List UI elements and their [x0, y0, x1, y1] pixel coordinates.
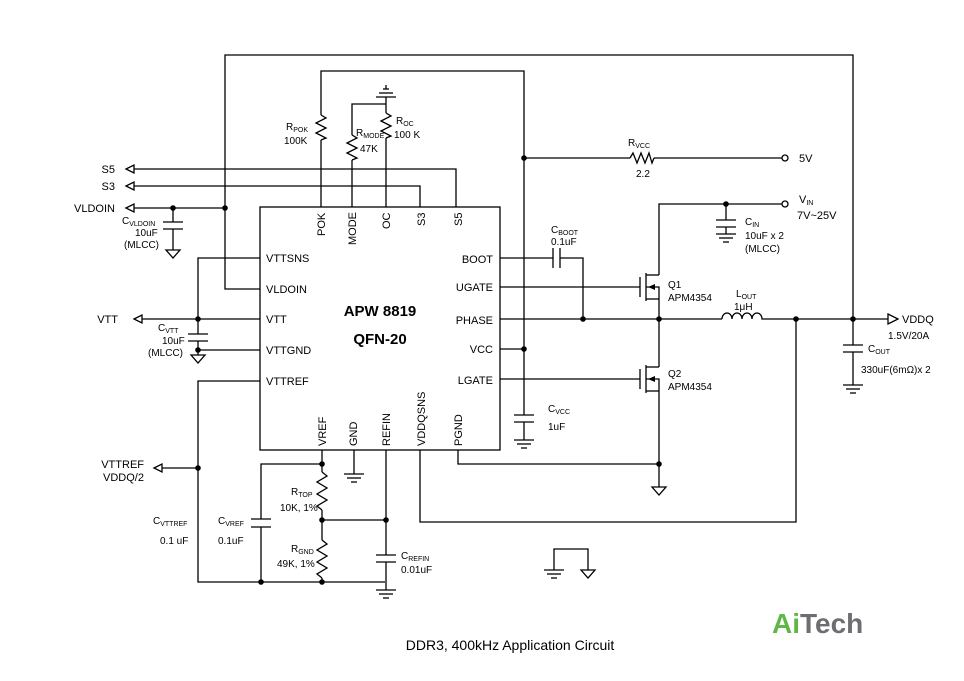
ground-symbols: [164, 85, 863, 599]
cboot-value: 0.1uF: [551, 237, 577, 248]
wiring: [134, 54, 888, 590]
capacitor-cvldoin: [163, 221, 183, 230]
ic-package: QFN-20: [353, 331, 406, 348]
pin-refin: REFIN: [381, 413, 393, 446]
pin-lgate: LGATE: [458, 375, 493, 387]
signal-vttref-sub: VDDQ/2: [103, 472, 144, 484]
signal-s5: S5: [102, 164, 115, 176]
pin-ugate: UGATE: [456, 282, 493, 294]
rgnd-label: RGND: [291, 544, 314, 556]
lout-label: LOUT: [736, 289, 757, 301]
inductor-lout: [721, 312, 763, 320]
rmode-label: RMODE: [356, 128, 385, 140]
signal-vin-range: 7V~25V: [797, 210, 837, 222]
signal-vttref: VTTREF: [101, 459, 144, 471]
rgnd-value: 49K, 1%: [277, 559, 315, 570]
crefin-value: 0.01uF: [401, 565, 432, 576]
mosfet-q2: [639, 365, 660, 393]
roc-label: ROC: [396, 116, 414, 128]
capacitor-cvref: [251, 518, 271, 528]
pin-s3: S3: [416, 213, 428, 226]
pin-s5: S5: [453, 213, 465, 226]
rpok-value: 100K: [284, 136, 308, 147]
resistor-rmode: [345, 134, 359, 161]
rtop-value: 10K, 1%: [280, 503, 318, 514]
cin-label: CIN: [745, 217, 759, 229]
capacitor-cvtt: [188, 333, 208, 342]
resistor-rtop: [315, 471, 329, 511]
rtop-label: RTOP: [291, 487, 313, 499]
rvcc-value: 2.2: [636, 169, 650, 180]
cin-note: (MLCC): [745, 244, 780, 255]
q2-name: Q2: [668, 369, 682, 380]
ic-part-number: APW 8819: [344, 303, 417, 320]
pin-vtt: VTT: [266, 314, 287, 326]
cvldoin-value: 10uF: [135, 228, 158, 239]
pin-vcc: VCC: [470, 344, 493, 356]
cin-value: 10uF x 2: [745, 231, 784, 242]
cvcc-label: CVCC: [548, 404, 570, 416]
pin-boot: BOOT: [462, 254, 493, 266]
cvldoin-note: (MLCC): [124, 240, 159, 251]
resistor-rpok: [314, 114, 328, 141]
resistor-rgnd: [315, 539, 329, 579]
pin-gnd: GND: [348, 422, 360, 447]
signal-vin: VIN: [799, 194, 813, 207]
pin-mode: MODE: [347, 212, 359, 245]
cvldoin-label: CVLDOIN: [122, 216, 155, 228]
q1-name: Q1: [668, 280, 682, 291]
pin-pgnd: PGND: [453, 414, 465, 446]
cvref-value: 0.1uF: [218, 536, 244, 547]
junction-dots: [170, 155, 856, 585]
signal-vddq-value: 1.5V/20A: [888, 331, 929, 342]
capacitor-crefin: [376, 554, 396, 563]
pin-phase: PHASE: [456, 315, 493, 327]
cout-value: 330uF(6mΩ)x 2: [861, 365, 931, 376]
cvttref-label: CVTTREF: [153, 516, 187, 528]
pin-vttgnd: VTTGND: [266, 345, 311, 357]
capacitor-cboot: [552, 248, 561, 268]
pin-vttref: VTTREF: [266, 376, 309, 388]
capacitor-cin: [716, 219, 736, 228]
pin-oc: OC: [381, 212, 393, 229]
resistor-rvcc: [629, 151, 655, 165]
signal-s3: S3: [102, 181, 115, 193]
cvttref-value: 0.1 uF: [160, 536, 188, 547]
resistor-roc: [379, 112, 393, 139]
rpok-label: RPOK: [286, 122, 308, 134]
pin-pok: POK: [316, 212, 328, 236]
q1-part: APM4354: [668, 293, 712, 304]
signal-5v: 5V: [799, 153, 813, 165]
ic-body: [259, 206, 501, 451]
pin-vttsns: VTTSNS: [266, 253, 309, 265]
crefin-label: CREFIN: [401, 551, 429, 563]
mosfet-q1: [639, 273, 660, 301]
signal-vldoin: VLDOIN: [74, 203, 115, 215]
signal-vtt: VTT: [97, 314, 118, 326]
cvcc-value: 1uF: [548, 422, 565, 433]
cvref-label: CVREF: [218, 516, 244, 528]
signal-vddq: VDDQ: [902, 314, 934, 326]
roc-value: 100 K: [394, 130, 420, 141]
pin-vldoin: VLDOIN: [266, 284, 307, 296]
cboot-label: CBOOT: [551, 225, 579, 237]
cvtt-note: (MLCC): [148, 348, 183, 359]
capacitor-cvcc: [514, 414, 534, 423]
q2-part: APM4354: [668, 382, 712, 393]
capacitor-cout: [843, 344, 863, 353]
cout-label: COUT: [868, 344, 891, 356]
rmode-value: 47K: [360, 144, 378, 155]
rvcc-label: RVCC: [628, 138, 650, 150]
pin-vddqsns: VDDQSNS: [416, 392, 428, 446]
figure-caption: DDR3, 400kHz Application Circuit: [406, 637, 615, 653]
signal-arrows: [124, 154, 900, 474]
aitech-logo: AiTech: [772, 608, 863, 639]
cvtt-label: CVTT: [158, 323, 179, 335]
pin-vref: VREF: [317, 416, 329, 446]
lout-value: 1μH: [734, 302, 753, 313]
cvtt-value: 10uF: [162, 336, 185, 347]
